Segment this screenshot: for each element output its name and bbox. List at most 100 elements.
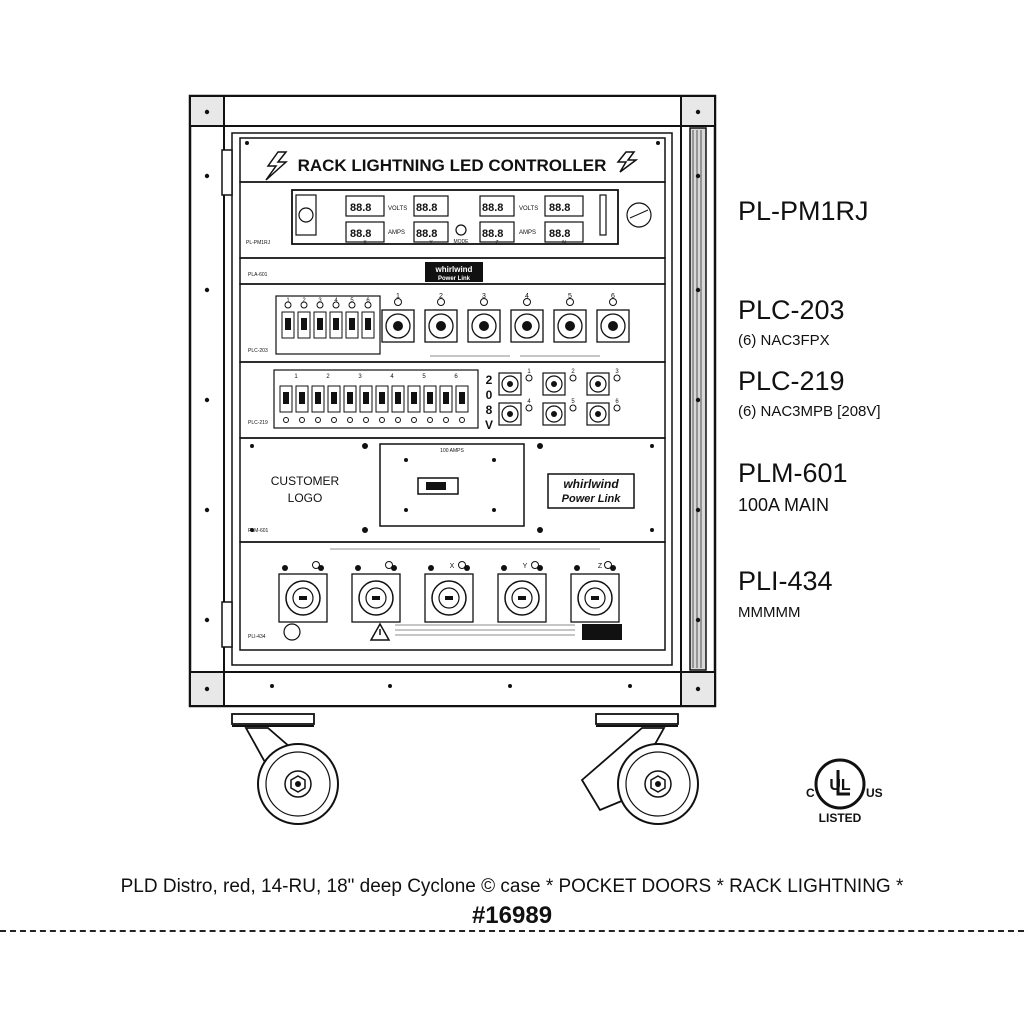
plc203-tag: PLC-203 xyxy=(248,348,268,354)
customer-logo-line1: CUSTOMER xyxy=(271,474,340,488)
pli434-indicator xyxy=(458,561,466,569)
label-pl-pm1rj: PL-PM1RJ xyxy=(738,196,869,226)
label-pli-434-sub: MMMMM xyxy=(738,604,801,621)
nac3mpb-ring xyxy=(545,405,563,423)
plc219-indicator xyxy=(315,417,321,423)
nac3mpb-core xyxy=(551,411,557,417)
pli434-connector-inner xyxy=(511,587,533,609)
nac3fpx-indicator xyxy=(480,298,488,306)
plc219-channel-label: 3 xyxy=(358,374,362,380)
nac3mpb-channel-label: 4 xyxy=(527,399,531,405)
nac3fpx-indicator xyxy=(609,298,617,306)
nac3mpb-ring xyxy=(501,405,519,423)
plc219-voltage-letter: V xyxy=(485,418,493,432)
nac3mpb-ring xyxy=(589,375,607,393)
svg-text:88.8: 88.8 xyxy=(350,228,371,240)
plc219-channel-label: 1 xyxy=(294,374,298,380)
caption-description: PLD Distro, red, 14-RU, 18" deep Cyclone… xyxy=(120,876,904,897)
nac3mpb-ring xyxy=(501,375,519,393)
nac3fpx-ring xyxy=(514,313,540,339)
plc219-breaker-toggle xyxy=(395,392,401,404)
plm601-brand-line2: Power Link xyxy=(562,493,622,505)
nac3fpx-channel-label: 1 xyxy=(396,293,400,300)
plc219-voltage-letter: 2 xyxy=(486,373,493,387)
pli434-connector-pin xyxy=(518,596,526,600)
label-plm-601-sub: 100A MAIN xyxy=(738,495,830,515)
nac3fpx-indicator xyxy=(437,298,445,306)
plc219-indicator xyxy=(427,417,433,423)
nac3fpx-ring xyxy=(385,313,411,339)
nac3fpx-channel-label: 4 xyxy=(525,293,529,300)
plm601-tag: PLM-601 xyxy=(248,528,269,534)
pli434-connector-plate xyxy=(351,573,401,623)
plm601-brand-line1: whirlwind xyxy=(563,477,619,491)
pli434-connector-ring xyxy=(504,580,540,616)
nac3fpx-core xyxy=(522,321,532,331)
pli434-connector-inner xyxy=(584,587,606,609)
pli434-indicator xyxy=(604,561,612,569)
plc203-channel-label: 6 xyxy=(366,298,370,304)
plc219-channel-label: 6 xyxy=(454,374,458,380)
nac3mpb-indicator xyxy=(613,374,621,382)
plc219-breaker-toggle xyxy=(379,392,385,404)
plc219-breaker-toggle xyxy=(411,392,417,404)
plc219-indicator xyxy=(443,417,449,423)
plc219-indicator xyxy=(395,417,401,423)
pm1rj-volts-label-2: VOLTS xyxy=(519,206,538,212)
plc219-indicator xyxy=(299,417,305,423)
nac3fpx-channel-label: 5 xyxy=(568,293,572,300)
plc203-breaker-toggle xyxy=(285,318,291,330)
label-plc-219: PLC-219 xyxy=(738,366,845,396)
plc219-channel-label: 2 xyxy=(326,374,330,380)
plc203-channel-label: 4 xyxy=(334,298,338,304)
svg-text:88.8: 88.8 xyxy=(482,202,503,214)
pli434-connector-pin xyxy=(372,596,380,600)
nac3mpb-channel-label: 6 xyxy=(615,399,619,405)
label-plm-601: PLM-601 xyxy=(738,458,848,488)
panel-title: RACK LIGHTNING LED CONTROLLER xyxy=(298,156,607,175)
plc203-indicator xyxy=(316,301,324,309)
dashed-divider xyxy=(0,930,1024,932)
nac3mpb-core xyxy=(595,381,601,387)
nac3fpx-ring xyxy=(557,313,583,339)
svg-text:88.8: 88.8 xyxy=(549,228,570,240)
nac3mpb-channel-label: 2 xyxy=(571,369,575,375)
breaker-rating: 100 AMPS xyxy=(440,448,464,454)
plc219-indicator xyxy=(411,417,417,423)
nac3fpx-indicator xyxy=(523,298,531,306)
nac3mpb-indicator xyxy=(525,404,533,412)
nac3fpx-indicator xyxy=(394,298,402,306)
plc219-voltage-letter: 0 xyxy=(486,388,493,402)
ul-listed: LISTED xyxy=(819,811,862,825)
pli434-phase-y: Y xyxy=(523,563,528,570)
nac3mpb-core xyxy=(507,381,513,387)
pli434-phase-z: Z xyxy=(598,563,603,570)
label-pli-434: PLI-434 xyxy=(738,566,833,596)
pli434-connector-ring xyxy=(285,580,321,616)
pli434-screw xyxy=(428,565,434,571)
plc203-breaker-toggle xyxy=(317,318,323,330)
pla601-brand-2: Power Link xyxy=(438,276,471,282)
nac3fpx-connector xyxy=(381,309,415,343)
ul-right-us: US xyxy=(866,786,883,800)
nac3mpb-indicator xyxy=(569,404,577,412)
caster-left xyxy=(231,713,339,825)
plc219-channel-label: 4 xyxy=(390,374,394,380)
pli434-tag: PLI-434 xyxy=(248,634,266,640)
plc203-indicator xyxy=(332,301,340,309)
plc219-breaker-toggle xyxy=(363,392,369,404)
nac3mpb-indicator xyxy=(525,374,533,382)
plc203-channel-label: 2 xyxy=(302,298,306,304)
nac3fpx-channel-label: 2 xyxy=(439,293,443,300)
pli434-screw xyxy=(574,565,580,571)
pm1rj-phase-n: N xyxy=(562,240,566,246)
plc203-indicator xyxy=(300,301,308,309)
pli434-phase-x: X xyxy=(450,563,455,570)
nac3fpx-channel-label: 3 xyxy=(482,293,486,300)
plc203-channel-label: 3 xyxy=(318,298,322,304)
label-plc-203: PLC-203 xyxy=(738,295,845,325)
plc219-voltage-letter: 8 xyxy=(486,403,493,417)
